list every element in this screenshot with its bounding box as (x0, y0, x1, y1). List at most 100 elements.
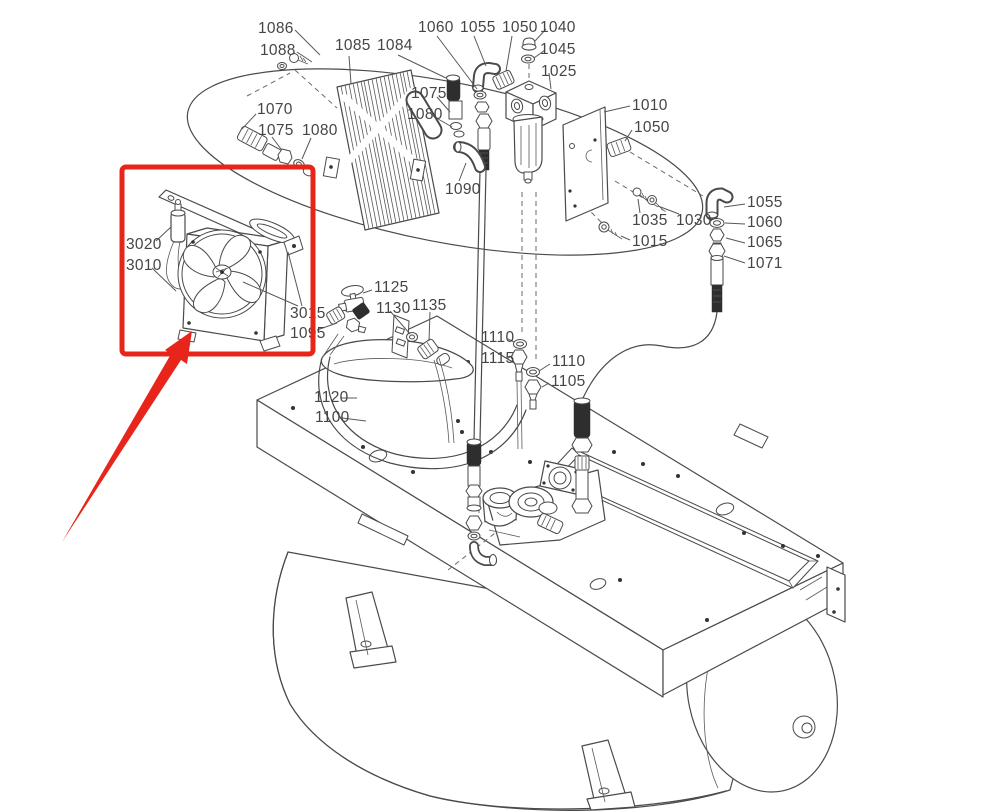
leader-line-1075 (271, 136, 282, 150)
part-label-1071-33: 1071 (747, 255, 783, 272)
screw-1015 (598, 221, 623, 240)
part-label-1055-30: 1055 (747, 194, 783, 211)
fitting-1105 (524, 379, 542, 395)
highlight-overlay (62, 164, 316, 542)
part-label-1075-13: 1075 (258, 122, 294, 139)
leader-lines (151, 28, 746, 422)
fastener-1086-1088 (277, 53, 309, 70)
leader-line-1090 (458, 162, 467, 182)
leader-line-1055 (723, 203, 746, 208)
leader-line-1050 (624, 129, 633, 142)
part-label-1125-19: 1125 (374, 279, 409, 296)
nipple-1065 (474, 101, 490, 113)
mounting-panel-1010 (562, 106, 664, 240)
leader-line-1015 (620, 235, 631, 241)
part-label-1010-25: 1010 (632, 97, 668, 114)
leader-line-1115 (506, 354, 514, 360)
drain-valve-group (326, 285, 370, 334)
right-fitting-chain (571, 187, 734, 514)
plate-notch (733, 423, 769, 449)
leader-line-1010 (603, 105, 631, 113)
nipple-1065-right (709, 228, 725, 242)
nut-1075-left (277, 148, 293, 165)
leader-line-1105 (541, 382, 550, 388)
leader-line-1100 (341, 417, 367, 422)
highlight-box (119, 164, 316, 357)
part-label-1070-12: 1070 (257, 101, 293, 118)
screw-1030 (647, 195, 664, 211)
part-label-1055-5: 1055 (460, 19, 496, 36)
part-label-1050-6: 1050 (502, 19, 538, 36)
bolt-1086 (289, 53, 299, 63)
fan-assembly (158, 189, 304, 352)
leader-line-1080 (432, 115, 453, 128)
leader-line-1060 (724, 222, 746, 225)
leader-line-1080 (301, 137, 312, 160)
leader-line-1070 (241, 113, 257, 130)
part-label-1135-21: 1135 (412, 297, 447, 314)
part-label-1080-11: 1080 (407, 106, 443, 123)
plate-bracket-cluster (391, 314, 455, 444)
mount-strip-3015 (249, 218, 304, 256)
part-label-1086-0: 1086 (258, 20, 294, 37)
part-label-1100-23: 1100 (315, 409, 350, 426)
part-label-1045-8: 1045 (540, 41, 576, 58)
leader-line-1065 (725, 237, 746, 244)
corner-bracket (826, 566, 846, 623)
part-label-1040-7: 1040 (540, 19, 576, 36)
fitting-below-pump (465, 515, 483, 531)
part-label-1115-35: 1115 (481, 350, 514, 367)
part-label-1030-28: 1030 (676, 212, 712, 229)
fitting-1050-right (606, 137, 632, 157)
leader-line-1130 (389, 310, 411, 335)
leader-line-1086 (294, 29, 321, 56)
guide-line (294, 69, 338, 109)
guide-line (246, 72, 291, 97)
leader-line-3015 (287, 251, 303, 307)
washer-1080 (450, 122, 462, 130)
part-label-3015-17: 3015 (290, 305, 326, 322)
leader-line-1110 (538, 363, 551, 372)
part-label-1015-29: 1015 (632, 233, 668, 250)
shroud-outline (186, 68, 704, 256)
plate-slot (357, 513, 409, 546)
mid-small-fittings (510, 339, 542, 450)
part-label-1080-14: 1080 (302, 122, 338, 139)
leader-line-1060 (436, 35, 478, 90)
part-label-1085-2: 1085 (335, 37, 371, 54)
filter-group (505, 37, 557, 184)
leader-line-3015 (242, 281, 299, 307)
part-label-1060-4: 1060 (418, 19, 454, 36)
leader-line-3020 (155, 226, 172, 242)
part-label-1084-3: 1084 (377, 37, 413, 54)
part-label-1110-36: 1110 (552, 353, 585, 370)
guide-line (614, 180, 669, 214)
part-label-1095-18: 1095 (290, 325, 326, 342)
part-label-1120-22: 1120 (314, 389, 349, 406)
part-label-1110-34: 1110 (481, 329, 514, 346)
leader-line-1035 (637, 198, 641, 214)
leader-line-1050 (505, 35, 513, 72)
tank-legs (345, 591, 636, 811)
part-label-1065-32: 1065 (747, 234, 783, 251)
leader-line-1095 (316, 322, 338, 331)
fitting-1095b (345, 317, 367, 334)
leader-line-1040 (534, 28, 547, 42)
part-label-1088-1: 1088 (260, 42, 296, 59)
part-label-1105-37: 1105 (551, 373, 586, 390)
screw-1035 (632, 187, 650, 203)
part-label-1130-20: 1130 (376, 300, 411, 317)
leader-line-3010 (151, 267, 177, 292)
fitting-1135 (417, 338, 439, 360)
leader-line-1030 (657, 205, 680, 215)
part-label-1035-27: 1035 (632, 212, 668, 229)
part-label-1025-9: 1025 (541, 63, 577, 80)
hose-column-1075 (446, 74, 486, 173)
center-tube-column (465, 61, 501, 566)
fitting-1095a (326, 306, 346, 325)
leader-line-1071 (723, 255, 746, 264)
part-label-1060-31: 1060 (747, 214, 783, 231)
part-label-3010-16: 3010 (126, 257, 162, 274)
